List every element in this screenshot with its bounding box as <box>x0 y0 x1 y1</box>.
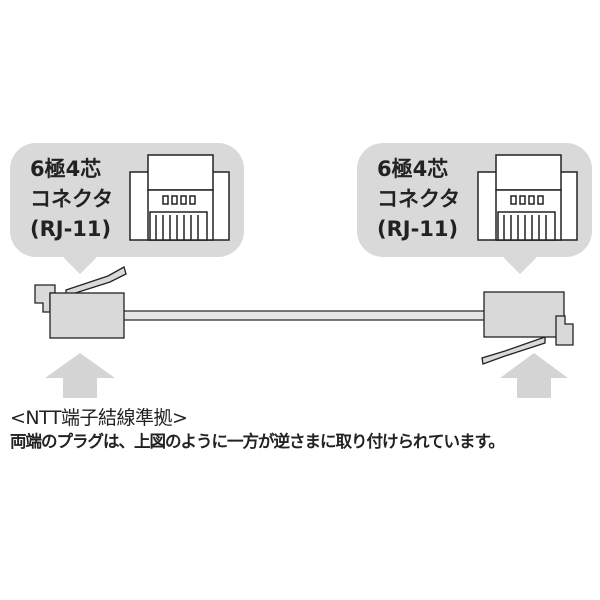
left-callout-line2: コネクタ <box>30 187 113 211</box>
left-connector-face-icon <box>129 154 230 241</box>
left-callout-line1: 6極4芯 <box>30 157 101 181</box>
left-plug <box>34 266 127 339</box>
caption-title: <NTT端子結線準拠> <box>10 407 188 429</box>
left-callout-line3: (RJ-11) <box>30 217 111 241</box>
right-callout-line3: (RJ-11) <box>377 217 458 241</box>
right-callout-line1: 6極4芯 <box>377 157 448 181</box>
right-connector-face-icon <box>477 154 578 241</box>
right-callout-line2: コネクタ <box>377 187 460 211</box>
right-up-arrow-icon <box>500 353 568 398</box>
cable <box>121 310 487 321</box>
caption-description: 両端のプラグは、上図のように一方が逆さまに取り付けられています。 <box>10 432 505 451</box>
left-up-arrow-icon <box>45 353 115 398</box>
right-plug <box>481 291 574 365</box>
